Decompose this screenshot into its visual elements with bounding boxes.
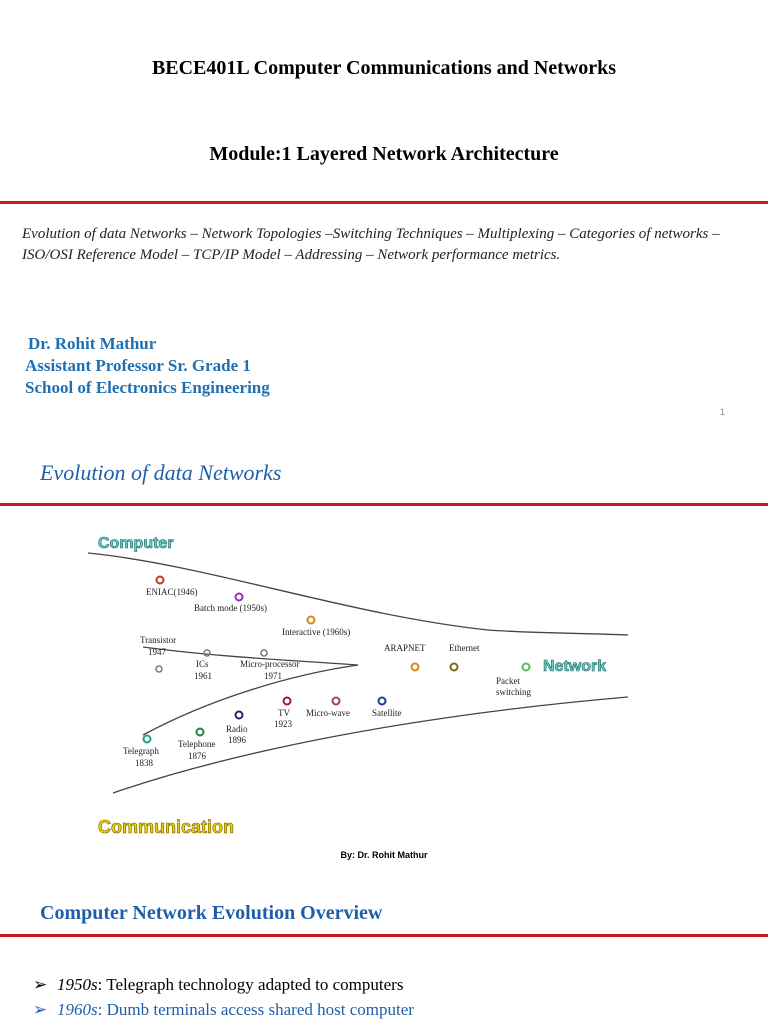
node-radio: Radio 1896 [226, 710, 248, 745]
node-marker [142, 734, 152, 744]
node-label: Batch mode (1950s) [194, 603, 267, 613]
node-label: Radio [226, 724, 248, 734]
node-ethernet: Ethernet [449, 643, 480, 672]
node-marker [234, 592, 244, 602]
node-arapnet: ARAPNET [384, 643, 426, 672]
node-telephone: Telephone 1876 [178, 727, 215, 761]
node-marker [306, 615, 316, 625]
node-label: 1961 [194, 671, 212, 681]
node-label: Interactive (1960s) [282, 627, 350, 637]
arrow-bullet-icon: ➢ [33, 975, 48, 994]
slide-heading: Evolution of data Networks [40, 460, 282, 485]
divider-line [0, 201, 768, 204]
computer-curve [88, 552, 628, 636]
node-satellite: Satellite [372, 696, 402, 718]
node-microprocessor: Micro-processor 1971 [240, 649, 299, 681]
node-label: switching [496, 687, 531, 697]
node-marker [155, 575, 165, 585]
module-title: Module:1 Layered Network Architecture [209, 143, 559, 165]
node-marker [234, 710, 244, 720]
node-marker [203, 649, 211, 657]
node-label: Packet [496, 676, 520, 686]
inner-lower-curve [142, 664, 359, 736]
node-marker [260, 649, 268, 657]
inner-upper-curve [142, 646, 359, 666]
node-microwave: Micro-wave [306, 696, 350, 718]
network-label: Network [543, 658, 606, 675]
node-label: 1923 [274, 719, 293, 729]
node-ics: ICs 1961 [194, 649, 212, 681]
bullet-item: ➢ 1950s: Telegraph technology adapted to … [33, 975, 403, 995]
node-marker [521, 662, 531, 672]
bullet-year: 1950s [57, 975, 98, 994]
node-label: Telegraph [123, 746, 159, 756]
node-packet-switching: Packet switching [496, 662, 531, 697]
node-label: ARAPNET [384, 643, 426, 653]
node-label: Micro-wave [306, 708, 350, 718]
node-label: ICs [196, 659, 209, 669]
author-title: Assistant Professor Sr. Grade 1 [25, 356, 251, 375]
node-label: Transistor [140, 635, 176, 645]
node-eniac: ENIAC(1946) [146, 575, 198, 597]
author-name: Dr. Rohit Mathur [28, 334, 157, 353]
evolution-diagram: Computer Network Communication ENIAC(194… [88, 535, 628, 837]
bullet-year: 1960s [57, 1000, 98, 1019]
bullet-item: ➢ 1960s: Dumb terminals access shared hos… [33, 1000, 414, 1020]
node-marker [282, 696, 292, 706]
computer-label: Computer [98, 535, 174, 552]
node-label: ENIAC(1946) [146, 587, 198, 597]
byline: By: Dr. Rohit Mathur [340, 850, 428, 860]
node-label: Micro-processor [240, 659, 299, 669]
node-telegraph: Telegraph 1838 [123, 734, 159, 768]
node-label: Telephone [178, 739, 215, 749]
page-number: 1 [720, 407, 726, 417]
node-label: Ethernet [449, 643, 480, 653]
arrow-bullet-icon: ➢ [33, 1000, 48, 1019]
topics-list: Evolution of data Networks – Network Top… [22, 226, 720, 263]
divider-line [0, 934, 768, 937]
node-marker [155, 665, 163, 673]
author-block: Dr. Rohit Mathur Assistant Professor Sr.… [25, 333, 270, 399]
node-label: 1876 [188, 751, 207, 761]
slide-heading: Computer Network Evolution Overview [40, 902, 383, 924]
divider-line [0, 503, 768, 506]
node-marker [331, 696, 341, 706]
communication-curve [112, 696, 628, 794]
course-title: BECE401L Computer Communications and Net… [151, 57, 617, 79]
node-marker [377, 696, 387, 706]
bullet-text: : Telegraph technology adapted to comput… [97, 975, 404, 994]
node-marker [410, 662, 420, 672]
node-label: 1971 [264, 671, 282, 681]
bullet-text: : Dumb terminals access shared host comp… [97, 1000, 414, 1019]
node-batch-mode: Batch mode (1950s) [194, 592, 267, 613]
communication-label: Communication [98, 817, 234, 837]
node-transistor: Transistor 1947 [140, 635, 176, 673]
author-school: School of Electronics Engineering [25, 378, 270, 397]
node-marker [449, 662, 459, 672]
node-label: Satellite [372, 708, 402, 718]
node-interactive: Interactive (1960s) [282, 615, 350, 637]
node-tv: TV 1923 [274, 696, 293, 729]
node-label: TV [278, 708, 290, 718]
node-label: 1947 [148, 647, 167, 657]
node-label: 1838 [135, 758, 154, 768]
node-label: 1896 [228, 735, 247, 745]
node-marker [195, 727, 205, 737]
